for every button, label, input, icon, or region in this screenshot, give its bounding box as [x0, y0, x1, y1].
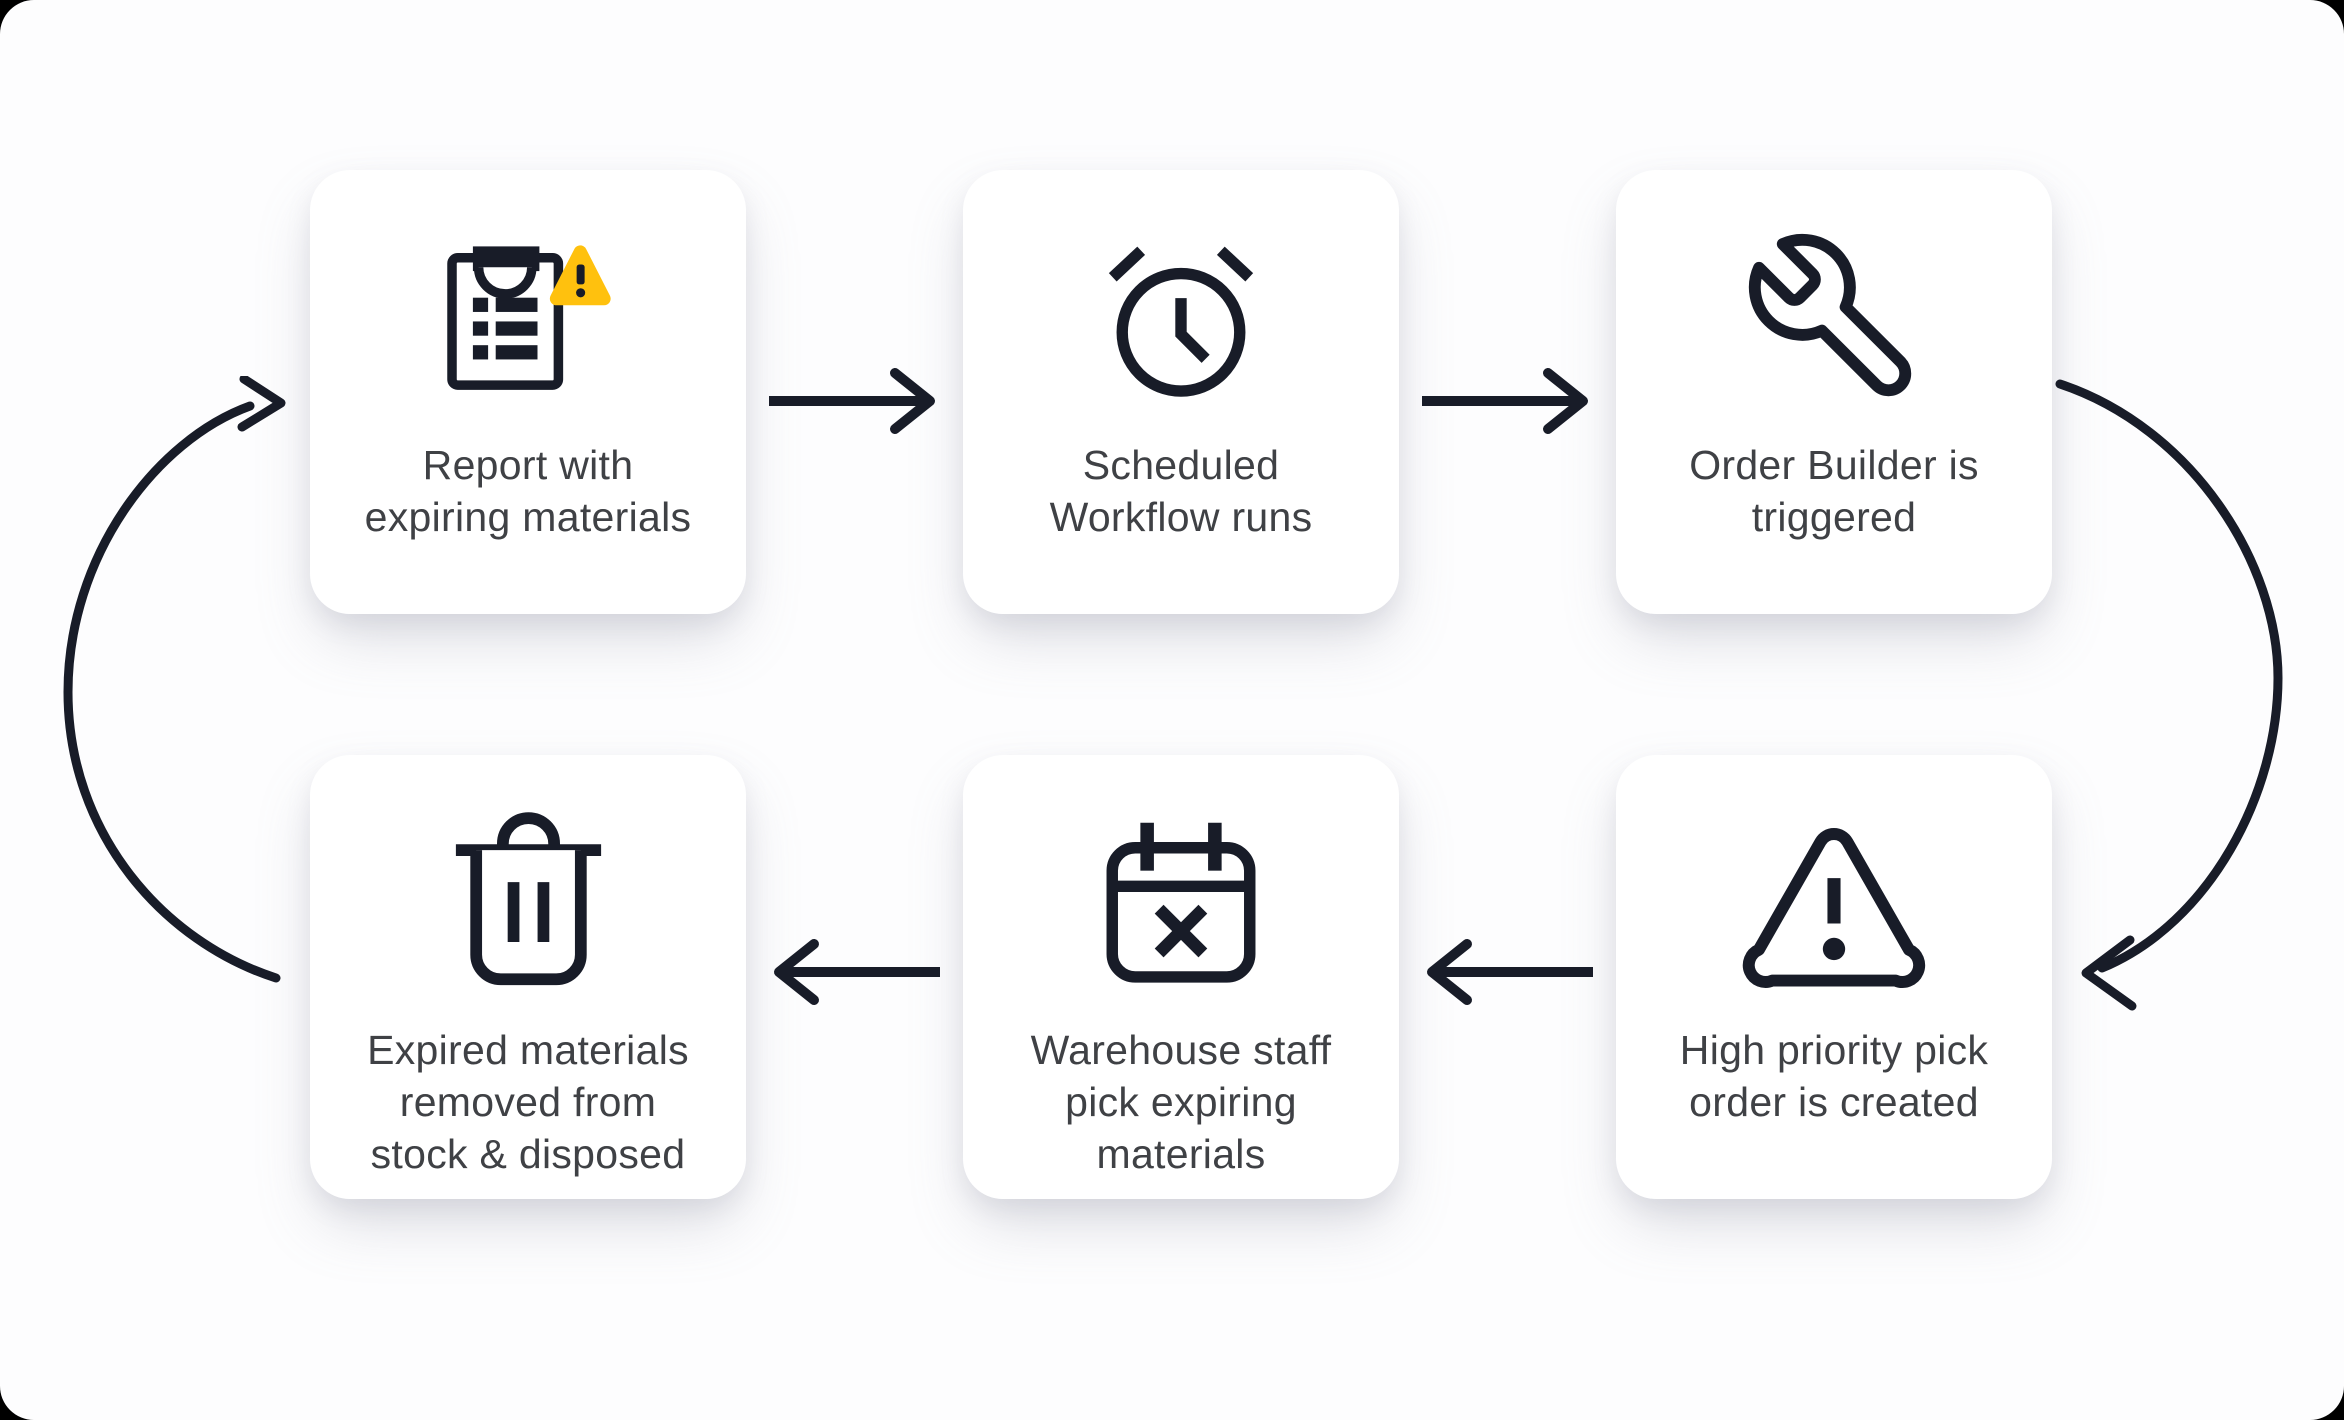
step-label: Report with expiring materials: [364, 442, 692, 540]
wrench-icon: [1748, 233, 1912, 396]
icon-slot: [1081, 801, 1281, 1006]
arrow-right-icon: [767, 361, 942, 441]
icon-slot: [1734, 801, 1934, 1006]
icon-slot: [1739, 216, 1929, 421]
step-label: Scheduled Workflow runs: [1049, 442, 1313, 540]
icon-slot: [426, 801, 631, 1006]
calendar-x-icon: [1106, 822, 1256, 983]
step-label: Expired materials removed from stock & d…: [367, 1027, 689, 1177]
arrow-right-icon: [1420, 361, 1595, 441]
step-card-expired-disposed: Expired materials removed from stock & d…: [310, 755, 746, 1199]
arrow-left-icon: [1420, 932, 1595, 1012]
step-label: Warehouse staff pick expiring materials: [1030, 1027, 1332, 1177]
alarm-clock-icon: [1108, 246, 1254, 397]
step-label: Order Builder is triggered: [1689, 442, 1979, 540]
step-card-scheduled-workflow: Scheduled Workflow runs: [963, 170, 1399, 614]
step-card-warehouse-pick: Warehouse staff pick expiring materials: [963, 755, 1399, 1199]
icon-slot: [433, 216, 623, 421]
curved-arrow-right-icon: [2052, 378, 2300, 1018]
clipboard-warning-icon: [447, 245, 611, 390]
curved-arrow-left-icon: [44, 376, 296, 1016]
step-label: High priority pick order is created: [1679, 1027, 1989, 1125]
trash-icon: [455, 812, 601, 986]
arrow-left-icon: [767, 932, 942, 1012]
warning-triangle-icon: [1742, 828, 1926, 988]
step-card-report-expiring-materials: Report with expiring materials: [310, 170, 746, 614]
step-card-high-priority-pick-order: High priority pick order is created: [1616, 755, 2052, 1199]
step-card-order-builder: Order Builder is triggered: [1616, 170, 2052, 614]
icon-slot: [1090, 216, 1272, 421]
